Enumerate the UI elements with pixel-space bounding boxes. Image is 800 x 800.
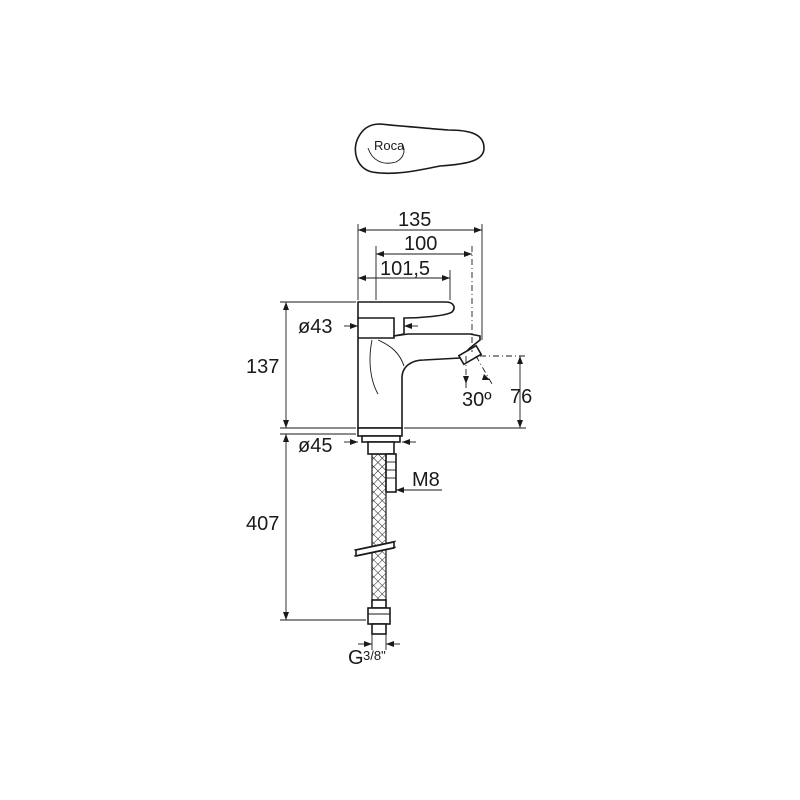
dim-m8: M8	[412, 469, 440, 491]
dim-135: 135	[398, 209, 431, 231]
dim-76: 76	[510, 386, 532, 408]
braided-hose	[353, 453, 397, 635]
dimension-labels: 135 100 101,5 ø43 137 76 30º ø45 M8 407 …	[246, 209, 532, 669]
dim-g-thread-fraction: 3/8"	[363, 648, 386, 663]
dim-diameter-45: ø45	[298, 435, 332, 457]
dimension-lines	[280, 224, 526, 650]
dim-diameter-43: ø43	[298, 316, 332, 338]
dim-100: 100	[404, 233, 437, 255]
faucet-body	[357, 301, 483, 455]
mounting-stud	[385, 453, 397, 493]
dim-g-thread: G	[348, 647, 364, 669]
logo-text: Roca	[374, 138, 405, 153]
dim-angle-30: 30º	[462, 389, 492, 411]
top-view-lever: Roca	[354, 123, 485, 175]
dim-101-5: 101,5	[380, 258, 430, 280]
dim-137: 137	[246, 356, 279, 378]
dim-407: 407	[246, 513, 279, 535]
